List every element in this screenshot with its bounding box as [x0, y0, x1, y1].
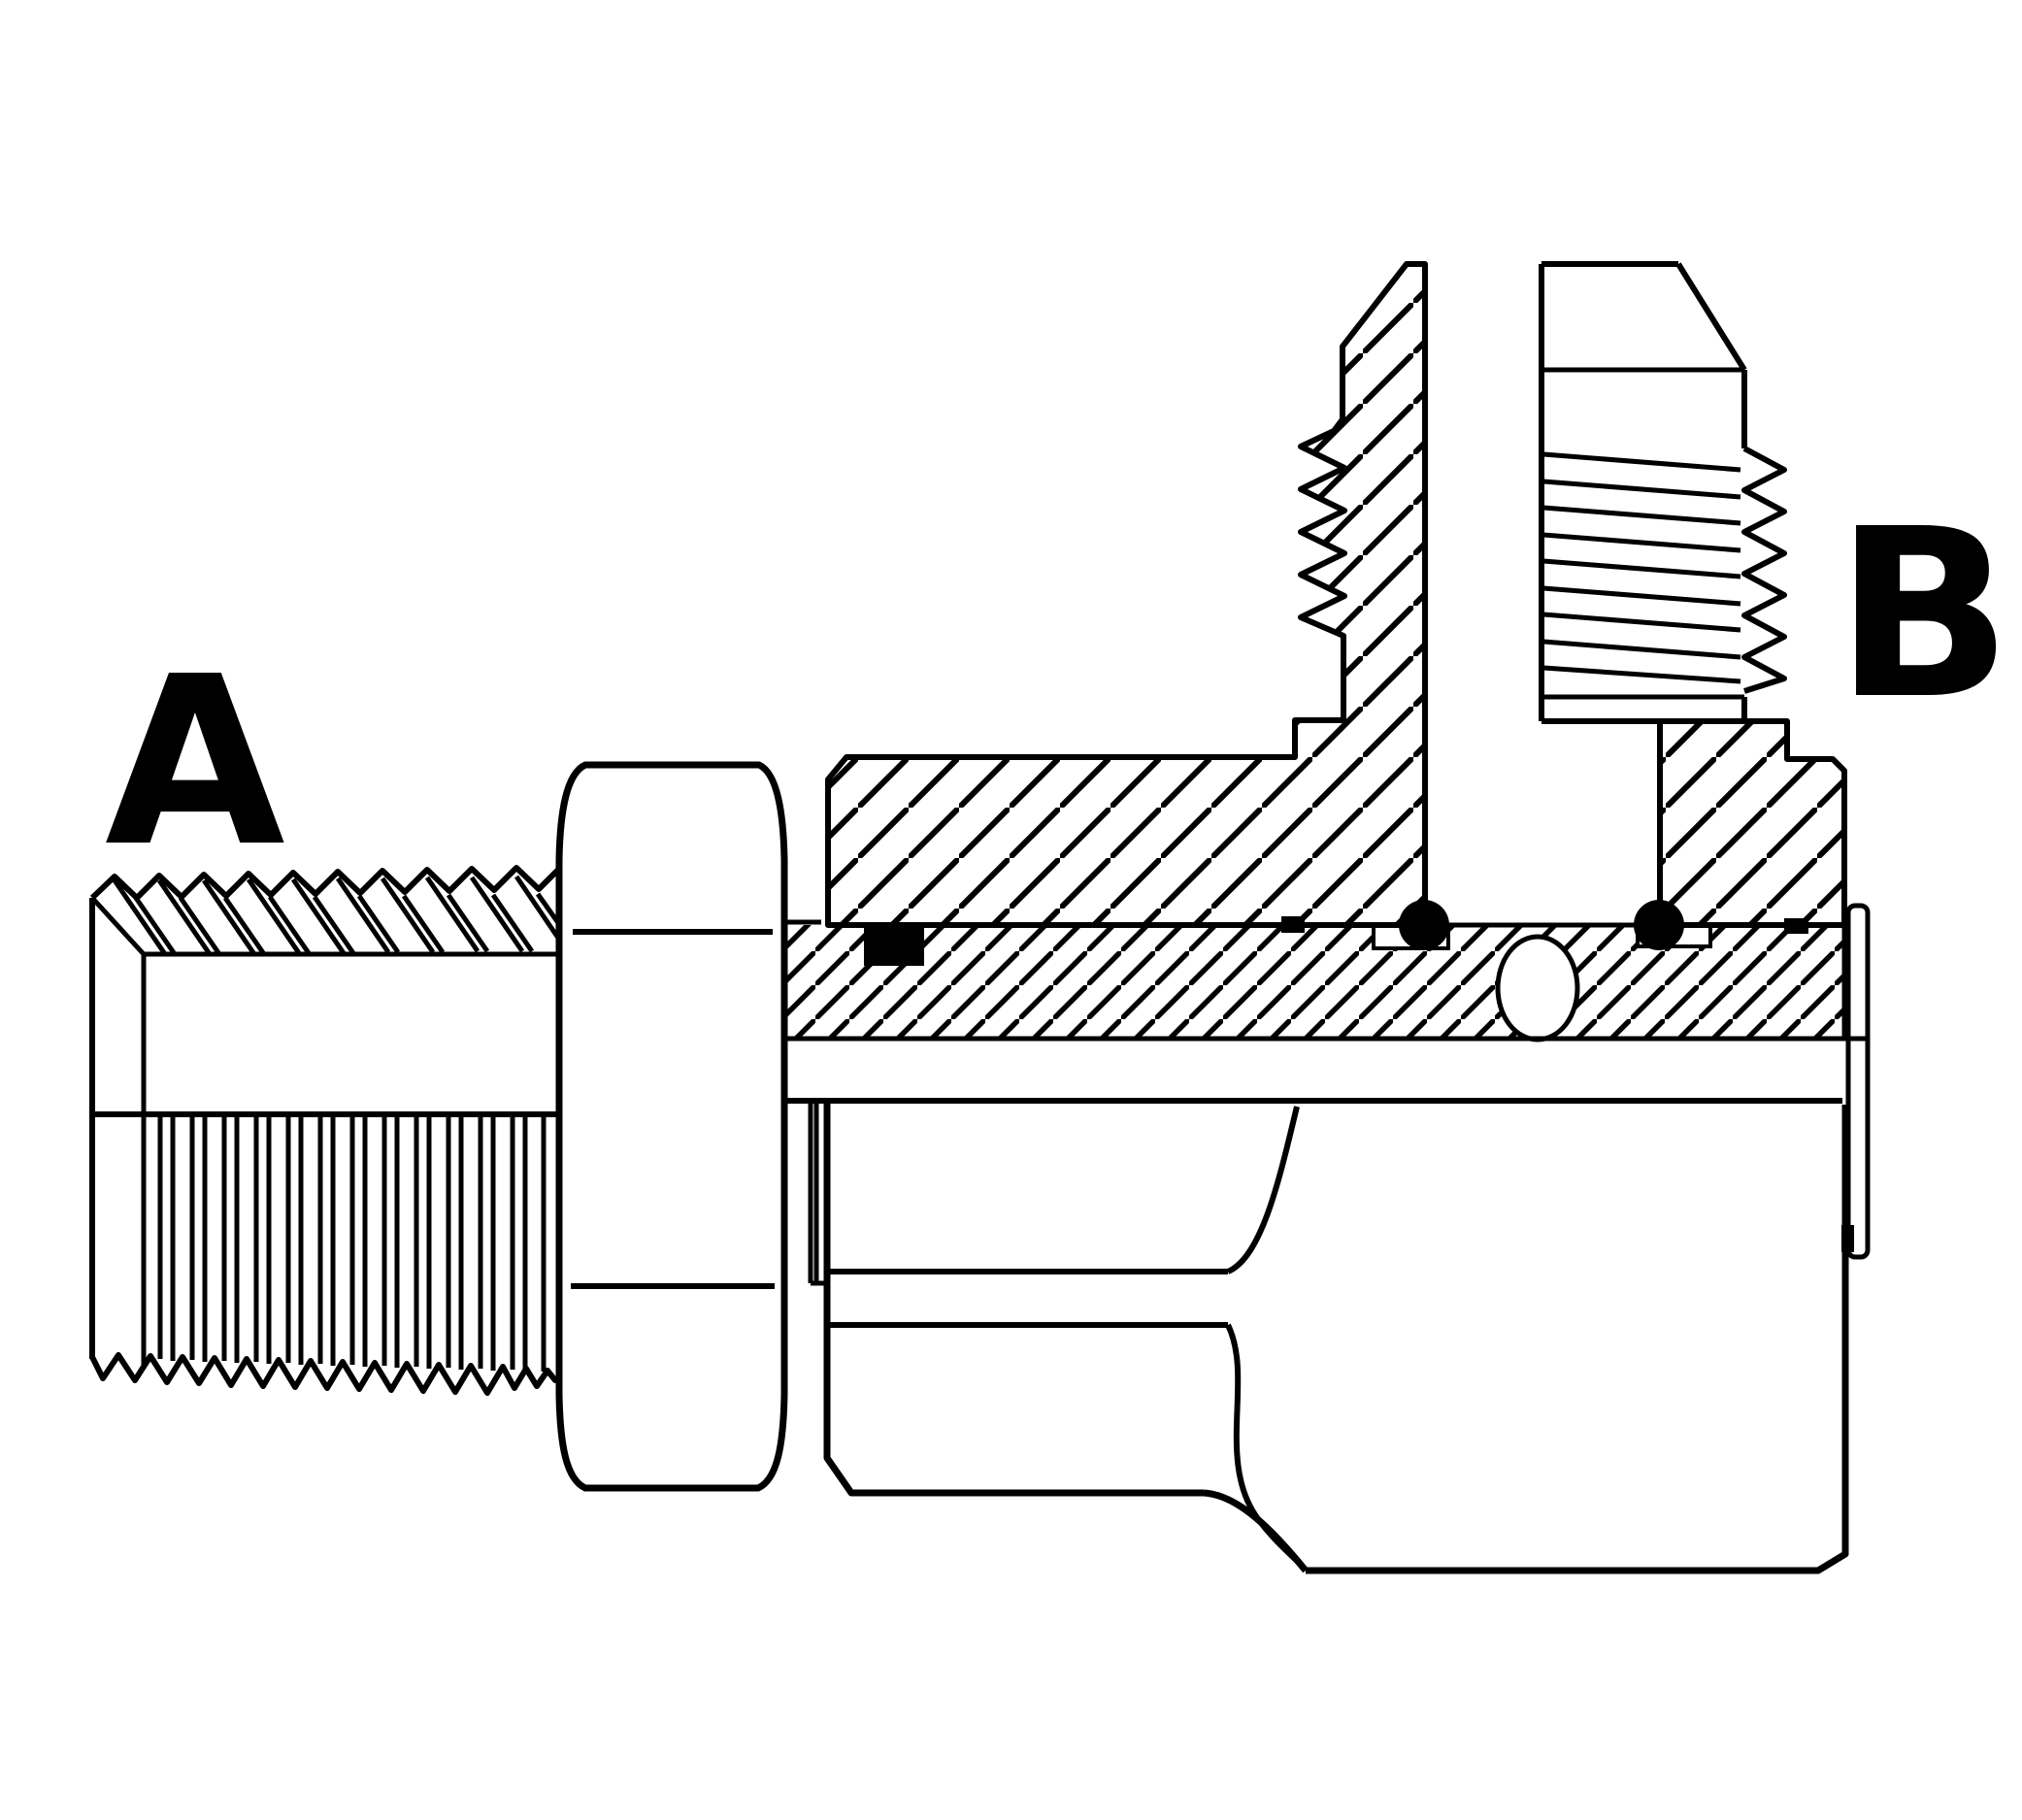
- port-a-label: A: [105, 626, 285, 898]
- port-b-top-chamfer: [1675, 262, 1747, 372]
- npt-lower-teeth: [89, 1352, 568, 1396]
- npt-crest-sawtooth: [89, 864, 568, 901]
- hex-locknut: [555, 761, 788, 1492]
- seal-washer: [864, 922, 924, 966]
- seals: [864, 900, 1808, 966]
- swivel-corner-curve-upper: [1226, 1106, 1300, 1274]
- swivel-corner-curve-lower: [1225, 1323, 1309, 1572]
- port-b-thread-crests: [1542, 451, 1741, 684]
- port-b-thread-silhouette: [1741, 446, 1787, 694]
- npt-lower-crest-lines: [157, 1116, 547, 1372]
- end-cap: [1841, 1225, 1854, 1252]
- swivel-nut: [823, 1101, 1849, 1574]
- backup-ring-left: [1281, 916, 1305, 933]
- body-left-section-with-port-b-wall: [825, 261, 1428, 928]
- swivel-right-outline: [1306, 1105, 1849, 1574]
- locknut-outline: [555, 761, 788, 1492]
- port-b-male-jic: [1539, 261, 1787, 724]
- retaining-nub: [1841, 1225, 1854, 1252]
- backup-ring-right: [1784, 918, 1808, 934]
- swivel-left-outline: [823, 1101, 1204, 1497]
- end-cap-plate: [1845, 903, 1871, 1260]
- o-ring-left: [1399, 900, 1449, 950]
- port-b-label: B: [1835, 479, 2012, 750]
- npt-tip-chamfer: [90, 896, 146, 956]
- swivel-ball-section: [1495, 934, 1580, 1042]
- o-ring-right: [1634, 900, 1684, 950]
